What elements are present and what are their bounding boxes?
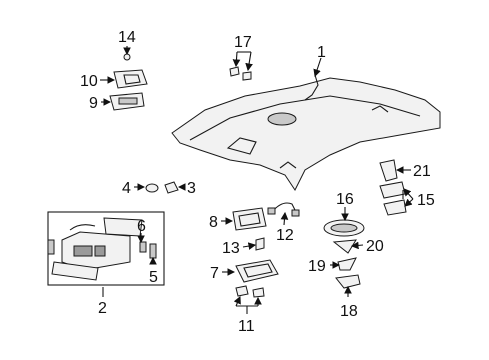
leader-lines (100, 46, 414, 314)
callout-18: 18 (340, 303, 358, 320)
callout-4: 4 (122, 180, 131, 197)
callout-15: 15 (417, 192, 435, 209)
sun-visor-assembly (47, 211, 165, 286)
callout-21: 21 (413, 163, 431, 180)
handle-15 (379, 181, 407, 216)
oval-lamp-16 (323, 219, 365, 237)
lamp-lens-9 (109, 92, 145, 111)
screw-14 (123, 53, 131, 61)
lenses-11 (235, 285, 265, 298)
callout-3: 3 (187, 180, 196, 197)
callout-12: 12 (276, 227, 294, 244)
bulb-13 (255, 237, 265, 251)
callout-2: 2 (98, 300, 107, 317)
clip-part-3 (164, 181, 179, 194)
callout-10: 10 (80, 73, 98, 90)
clips-17 (229, 66, 252, 81)
callout-11: 11 (238, 318, 255, 335)
callout-14: 14 (118, 29, 136, 46)
callout-1: 1 (317, 44, 326, 61)
callout-17: 17 (234, 34, 252, 51)
lens-20 (332, 239, 357, 254)
callout-16: 16 (336, 191, 354, 208)
callout-9: 9 (89, 95, 98, 112)
headliner-part (171, 74, 441, 191)
dome-lamp-10 (113, 69, 148, 89)
console-7 (235, 259, 279, 283)
wire-harness-12 (267, 202, 300, 217)
callout-5: 5 (149, 269, 158, 286)
lens-ring-8 (232, 207, 267, 231)
coat-hook-21 (379, 159, 398, 182)
callout-7: 7 (210, 265, 219, 282)
bezel-19 (337, 257, 357, 271)
callout-13: 13 (222, 240, 240, 257)
callout-20: 20 (366, 238, 384, 255)
callout-19: 19 (308, 258, 326, 275)
cover-18 (335, 274, 361, 289)
callout-6: 6 (137, 218, 146, 235)
callout-8: 8 (209, 214, 218, 231)
clip-part-4 (145, 183, 159, 193)
